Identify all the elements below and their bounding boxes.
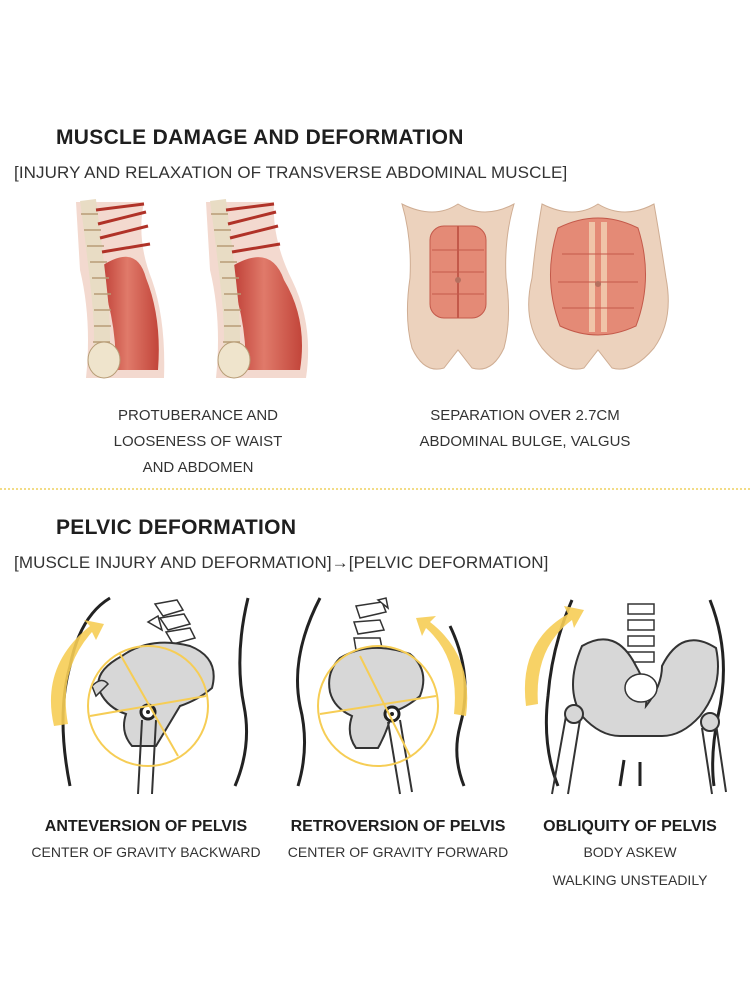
pelvis-item-title: RETROVERSION OF PELVIS [290,818,506,835]
pelvis-item-desc: CENTER OF GRAVITY BACKWARD [31,844,261,860]
torso-normal [401,202,515,370]
gravity-circle [87,645,209,767]
rotation-arrow [416,616,468,716]
caption-line: SEPARATION OVER 2.7CM [430,407,620,424]
lumbar-vertebrae [146,599,197,645]
abdomen-muscle-illustration [401,202,669,370]
pelvis-item-desc: CENTER OF GRAVITY FORWARD [287,844,509,860]
body-outline-front [448,625,467,787]
spine-figure-right [206,198,309,379]
section-divider [0,488,750,490]
caption-line: LOOSENESS OF WAIST [113,433,283,450]
caption-separation: SEPARATION OVER 2.7CM ABDOMINAL BULGE, V… [405,403,645,455]
body-outline-front [233,597,250,787]
section-subtitle-pelvic-deformation: [MUSCLE INJURY AND DEFORMATION]→[PELVIC … [14,553,549,572]
pelvis-anteversion-illustration [50,596,250,795]
pelvis-item-title: ANTEVERSION OF PELVIS [44,818,248,835]
section-title-muscle-damage: MUSCLE DAMAGE AND DEFORMATION [56,126,464,149]
pelvis-bone [328,646,425,749]
caption-line: AND ABDOMEN [142,459,254,476]
pelvis-item-desc: BODY ASKEW [583,844,677,860]
lumbar-vertebrae [352,597,390,651]
gravity-circle [317,645,439,767]
caption-line: ABDOMINAL BULGE, VALGUS [419,433,631,450]
spine-muscle-illustration [76,198,309,379]
rotation-arrow [50,620,104,726]
rotation-arrow [524,606,584,706]
lumbar-vertebrae [627,603,655,663]
pelvis-item-title: OBLIQUITY OF PELVIS [543,818,717,835]
caption-line: PROTUBERANCE AND [117,407,279,424]
section-title-pelvic-deformation: PELVIC DEFORMATION [56,516,297,539]
section-subtitle-muscle-damage: [INJURY AND RELAXATION OF TRANSVERSE ABD… [14,163,568,182]
caption-waist-looseness: PROTUBERANCE AND LOOSENESS OF WAIST AND … [96,403,300,481]
pelvis-item-anteversion: ANTEVERSION OF PELVIS CENTER OF GRAVITY … [24,818,268,866]
spine-figure-left [76,198,165,379]
body-outline-back [296,597,322,787]
body-outline-right [708,599,725,787]
pelvis-item-retroversion: RETROVERSION OF PELVIS CENTER OF GRAVITY… [274,818,522,866]
pelvis-item-obliquity: OBLIQUITY OF PELVIS BODY ASKEW WALKING U… [530,818,730,894]
pelvis-item-desc: WALKING UNSTEADILY [552,872,708,888]
pelvis-obliquity-illustration [524,599,727,795]
torso-pregnant [528,203,669,370]
pelvis-retroversion-illustration [296,597,468,795]
